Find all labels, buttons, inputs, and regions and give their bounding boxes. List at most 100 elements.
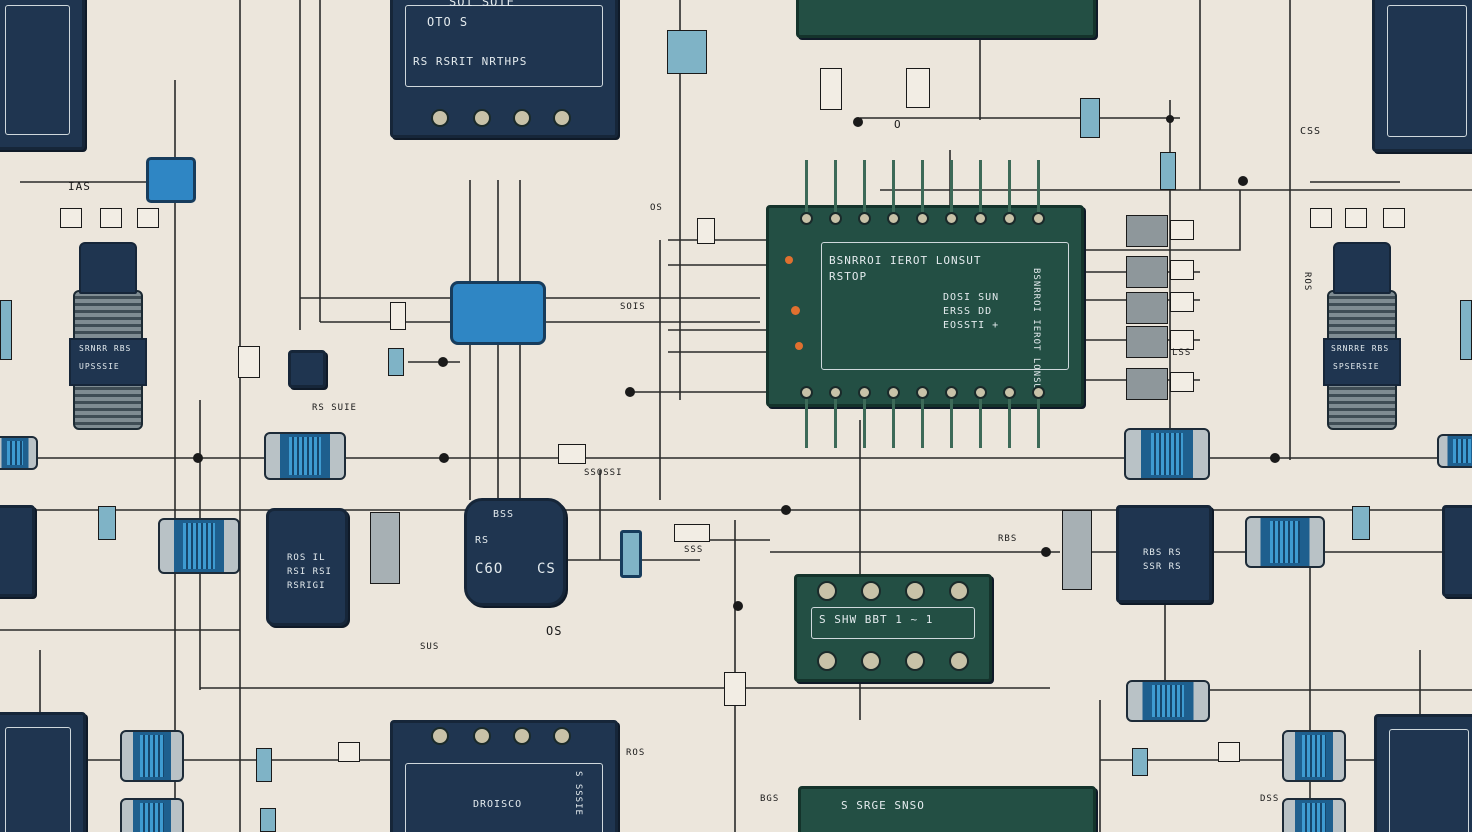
pin-lead (950, 398, 953, 448)
board-pin (858, 212, 871, 225)
board-pin (887, 212, 900, 225)
component-tag (100, 208, 122, 228)
component-tag (1352, 506, 1370, 540)
board-pin (1032, 386, 1045, 399)
inductor-coil (120, 730, 184, 782)
board-pin (829, 212, 842, 225)
connector-tag (1126, 292, 1168, 324)
panel-terminal (553, 727, 571, 745)
component-tag (60, 208, 82, 228)
annotation: ROS (626, 748, 646, 758)
connector-tag (1126, 256, 1168, 288)
board-pin (945, 386, 958, 399)
chip-label: CS (537, 561, 556, 577)
board-pin (916, 386, 929, 399)
board-readout: EOSSTI + (943, 320, 1000, 331)
component-tag (388, 348, 404, 376)
block-label: RSRIGI (287, 581, 326, 591)
annotation: BGS (760, 794, 780, 804)
annotation: LSS (1172, 348, 1192, 358)
junction-dot (1238, 176, 1248, 186)
left-edge-module (0, 505, 35, 597)
panel-terminal (431, 109, 449, 127)
inductor-coil (158, 518, 240, 574)
annotation: IAS (68, 180, 91, 193)
component-tag (260, 808, 276, 832)
led-indicator (791, 306, 800, 315)
annotation: OS (650, 203, 663, 213)
component-tag (724, 672, 746, 706)
pin-lead (1037, 160, 1040, 212)
inductor-coil (1126, 680, 1210, 722)
pin-lead (950, 160, 953, 212)
connector-tag (1170, 220, 1194, 240)
connector-tag (1126, 215, 1168, 247)
sensor-caption: SPSERSIE (1333, 362, 1380, 371)
junction-dot (781, 505, 791, 515)
panel-header: SOI SOIE (449, 0, 515, 9)
panel-terminal (513, 727, 531, 745)
top-left-module (0, 0, 85, 150)
board-readout: ERSS DD (943, 306, 993, 317)
board-pin (800, 212, 813, 225)
board-side-text: BSNRROI IEROT LONSUT (1031, 268, 1041, 397)
pin-lead (834, 398, 837, 448)
junction-dot (625, 387, 635, 397)
terminal (905, 581, 925, 601)
pin-lead (1037, 398, 1040, 448)
small-ic (288, 350, 326, 388)
annotation: SOIS (620, 302, 646, 312)
board-label: S SRGE SNSO (841, 799, 925, 812)
block-label: ROS IL (287, 553, 326, 563)
connector-tag (1126, 368, 1168, 400)
inductor-coil (264, 432, 346, 480)
sensor-caption: UPSSSIE (79, 362, 120, 371)
left-sensor: SRNRR RBS UPSSSIE (69, 242, 147, 430)
component-tag (1132, 748, 1148, 776)
pin-lead (921, 398, 924, 448)
block-label: RBS RS (1143, 548, 1182, 558)
bottom-right-partial-panel (1374, 714, 1472, 832)
connector-tag (1062, 510, 1092, 590)
component-tag (338, 742, 360, 762)
annotation: OS (546, 624, 563, 638)
component-tag (906, 68, 930, 108)
block-label: RSI RSI (287, 567, 332, 577)
mid-left-block: ROS IL RSI RSI RSRIGI (266, 508, 348, 626)
junction-dot (733, 601, 743, 611)
component-tag (697, 218, 715, 244)
board-pin (974, 212, 987, 225)
junction-dot (439, 453, 449, 463)
board-pin (1032, 212, 1045, 225)
board-pin (829, 386, 842, 399)
junction-dot (1270, 453, 1280, 463)
inductor-coil (1245, 516, 1325, 568)
board-pin (1003, 386, 1016, 399)
board-pin (800, 386, 813, 399)
board-pin (1003, 212, 1016, 225)
top-right-module (1372, 0, 1472, 152)
annotation: SUS (420, 642, 440, 652)
component-tag (137, 208, 159, 228)
wire (1060, 190, 1241, 251)
pin-lead (892, 160, 895, 212)
small-relay (620, 530, 642, 578)
terminal (861, 651, 881, 671)
annotation: DSS (1260, 794, 1280, 804)
board-readout: DOSI SUN (943, 292, 1000, 303)
led-indicator (795, 342, 803, 350)
component-tag (390, 302, 406, 330)
terminal (949, 581, 969, 601)
annotation: RS SUIE (312, 403, 357, 413)
pin-lead (834, 160, 837, 212)
pin-lead (863, 160, 866, 212)
pin-lead (863, 398, 866, 448)
small-relay (146, 157, 196, 203)
component-tag (1345, 208, 1367, 228)
annotation: CSS (1300, 126, 1322, 137)
center-chip: BSS RS C6O CS (464, 498, 566, 606)
pin-lead (979, 160, 982, 212)
component-tag (1218, 742, 1240, 762)
component-tag (558, 444, 586, 464)
component-tag (1160, 152, 1176, 190)
